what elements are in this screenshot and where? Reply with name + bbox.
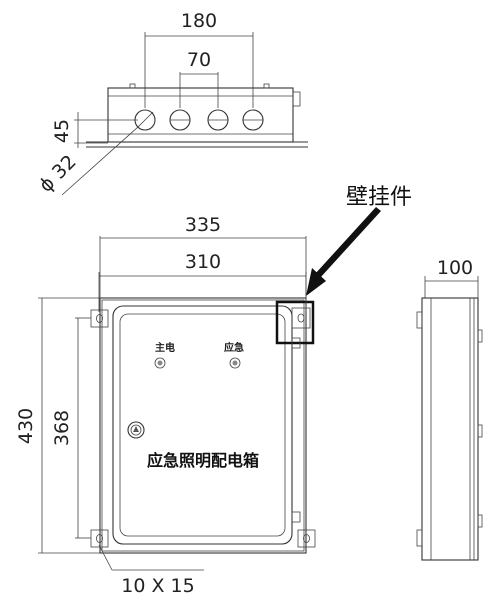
box-title: 应急照明配电箱 (147, 451, 259, 470)
dimension-70: 70 (179, 49, 219, 108)
dimension-label: 310 (185, 251, 221, 273)
mounting-slot (90, 529, 109, 548)
wall-mount-callout: 壁挂件 (306, 185, 412, 296)
mounting-slot (297, 529, 316, 548)
cable-entry-hole (242, 109, 264, 131)
dimension-180: 180 (144, 10, 254, 108)
wall-mount-bracket (275, 300, 315, 345)
mounting-slot (90, 309, 109, 328)
cable-entry-hole (207, 109, 229, 131)
dimension-label: 180 (181, 10, 217, 32)
top-view: 180 70 45 ϕ 32 (35, 10, 308, 197)
dimension-100: 100 (424, 257, 479, 298)
dimension-335: 335 (99, 214, 307, 298)
dimension-368: 368 (51, 317, 91, 539)
dimension-label: 368 (51, 410, 73, 446)
dimension-45: 45 (51, 112, 138, 148)
hinge (291, 337, 301, 349)
dimension-label: 45 (51, 119, 73, 143)
hinge (291, 511, 301, 523)
main-power-indicator-light (154, 357, 166, 369)
cable-entry-hole (169, 109, 191, 131)
dimension-label: 70 (187, 49, 211, 71)
dimension-label: 100 (437, 257, 473, 279)
dimension-430: 430 (15, 297, 100, 554)
dimension-label: 335 (185, 214, 221, 236)
emergency-indicator-light (229, 357, 241, 369)
dimension-label: 10 X 15 (121, 575, 194, 597)
dimension-label: ϕ 32 (35, 151, 81, 197)
emergency-label: 应急 (224, 341, 244, 354)
dimension-slot-size: 10 X 15 (98, 544, 204, 597)
main-power-label: 主电 (155, 341, 175, 354)
lock-icon (127, 421, 145, 439)
front-view: 主电 应急 应急照明配电箱 335 310 (15, 214, 316, 597)
dimension-label: 430 (15, 408, 37, 444)
side-view: 100 (416, 257, 483, 561)
dimension-310: 310 (98, 251, 307, 312)
callout-label: 壁挂件 (346, 185, 412, 210)
